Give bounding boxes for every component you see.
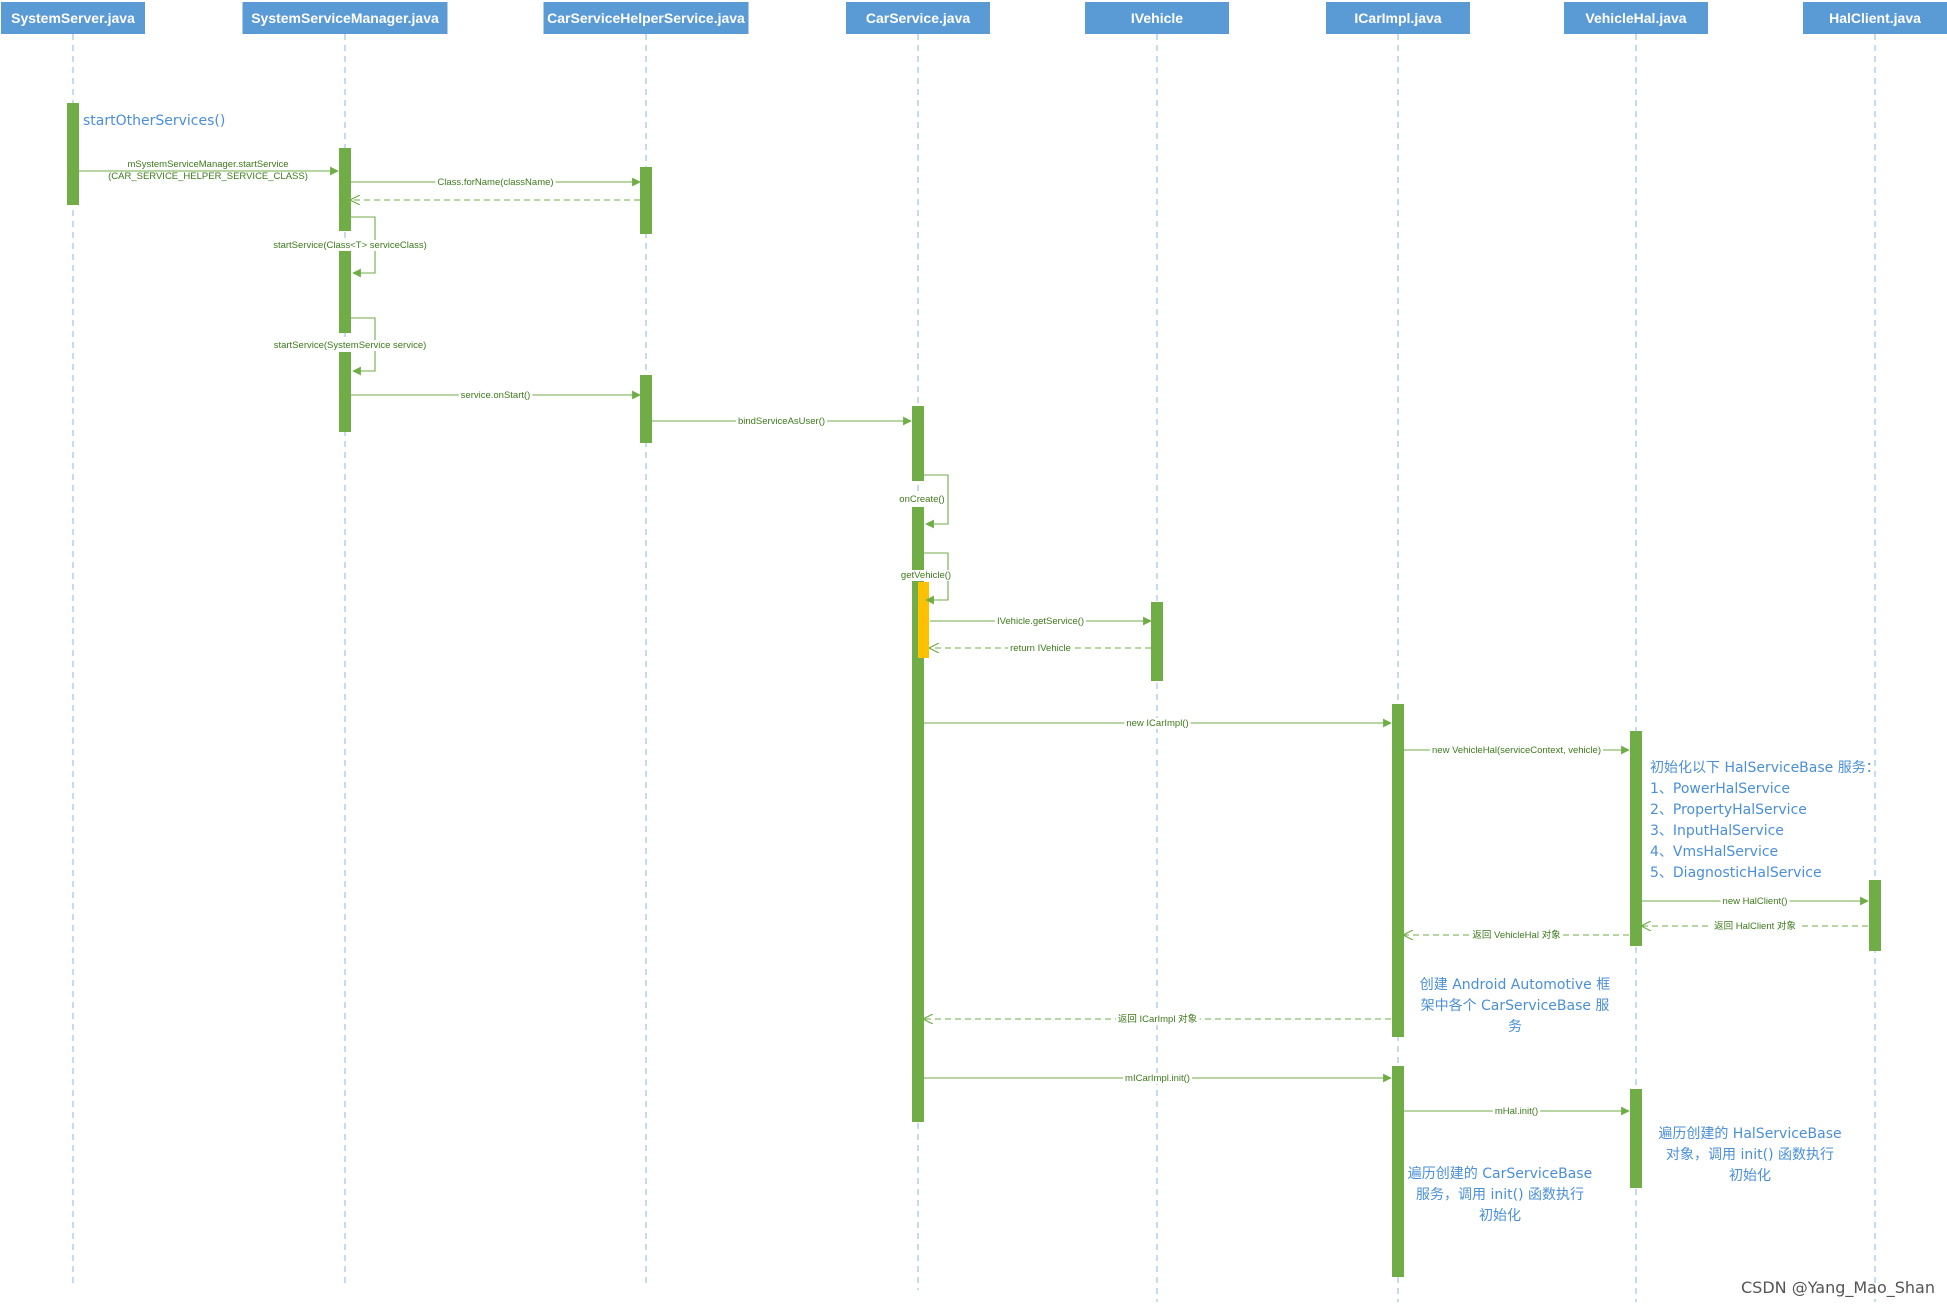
message-label-bg — [1123, 1073, 1192, 1084]
message-label-bg — [1124, 718, 1191, 729]
activation-bar-ici — [1392, 704, 1404, 1037]
message-label: IVehicle.getService() — [997, 616, 1084, 627]
message-label-bg — [271, 240, 429, 251]
message-label: new ICarImpl() — [1126, 718, 1188, 729]
participant-ssm-header — [242, 2, 448, 34]
message-label: 返回 VehicleHal 对象 — [1472, 929, 1561, 941]
watermark: CSDN @Yang_Mao_Shan — [1741, 1278, 1935, 1298]
participant-vh-header — [1564, 2, 1708, 34]
message-label-bg — [898, 570, 954, 581]
activation-bar-cshs — [640, 375, 652, 443]
activation-bar-ssm — [339, 148, 351, 231]
message-label-bg — [1115, 1013, 1200, 1025]
activation-bar-vh — [1630, 731, 1642, 946]
note-init-hal-services: 初始化以下 HalServiceBase 服务：1、PowerHalServic… — [1650, 759, 1880, 881]
note-create-car-service-base: 创建 Android Automotive 框架中各个 CarServiceBa… — [1420, 977, 1610, 1035]
message-label: 返回 ICarImpl 对象 — [1118, 1013, 1198, 1025]
message-label-bg — [1008, 643, 1073, 654]
participant-ss-label: SystemServer.java — [11, 10, 135, 26]
message-label: return IVehicle — [1010, 643, 1071, 654]
participant-hc-header — [1803, 2, 1947, 34]
note-start-other-services: startOtherServices() — [83, 113, 225, 129]
self-message-label: getVehicle() — [901, 570, 951, 581]
message-label-bg — [1430, 745, 1603, 756]
participant-vh-label: VehicleHal.java — [1585, 10, 1686, 26]
message-label: Class.forName(className) — [437, 177, 553, 188]
participant-iv-label: IVehicle — [1131, 10, 1183, 26]
self-message-label: startService(Class<T> serviceClass) — [273, 240, 427, 251]
message-label: service.onStart() — [461, 390, 531, 401]
participant-iv-header — [1085, 2, 1229, 34]
participant-cs-header — [846, 2, 990, 34]
self-message-arrow — [924, 474, 949, 529]
message-label: mSystemServiceManager.startService(CAR_S… — [108, 159, 308, 182]
participant-cs-label: CarService.java — [866, 10, 971, 26]
message-label-bg — [1712, 920, 1799, 932]
activation-bar-ici — [1392, 1066, 1404, 1277]
message-label: new HalClient() — [1723, 896, 1788, 907]
activation-bar-ssm — [339, 352, 351, 432]
message-label: mICarImpl.init() — [1125, 1073, 1190, 1084]
message-label-bg — [1492, 1106, 1541, 1117]
participant-ici-header — [1326, 2, 1470, 34]
activation-bar-iv — [1151, 602, 1163, 681]
participant-cshs-label: CarServiceHelperService.java — [547, 10, 745, 26]
message-label-bg — [994, 616, 1087, 627]
participant-ici-label: ICarImpl.java — [1354, 10, 1441, 26]
self-message-label: onCreate() — [899, 494, 944, 505]
activation-bar-ssm — [339, 251, 351, 333]
activation-bar-cs — [912, 406, 924, 481]
participant-ss-header — [1, 2, 145, 34]
activation-bar-getvehicle-highlight — [918, 582, 929, 658]
message-label-bg — [1470, 929, 1564, 941]
self-message-label: startService(SystemService service) — [274, 340, 427, 351]
message-label-bg — [735, 416, 828, 427]
message-label: bindServiceAsUser() — [738, 416, 825, 427]
message-label-bg — [271, 340, 429, 351]
message-label: new VehicleHal(serviceContext, vehicle) — [1432, 745, 1601, 756]
message-label: 返回 HalClient 对象 — [1714, 920, 1796, 932]
activation-bar-cs — [912, 507, 924, 1122]
message-label-bg — [458, 390, 533, 401]
message-label-bg — [1720, 896, 1790, 907]
message-label: mHal.init() — [1495, 1106, 1538, 1117]
participant-cshs-header — [543, 2, 749, 34]
participant-hc-label: HalClient.java — [1829, 10, 1921, 26]
message-label-bg — [435, 177, 556, 188]
activation-bar-vh — [1630, 1089, 1642, 1188]
activation-bar-cshs — [640, 167, 652, 234]
activation-bar-ss — [67, 103, 79, 205]
activation-bar-hc — [1869, 880, 1881, 951]
participant-ssm-label: SystemServiceManager.java — [251, 10, 439, 26]
message-label-bg — [897, 494, 947, 505]
